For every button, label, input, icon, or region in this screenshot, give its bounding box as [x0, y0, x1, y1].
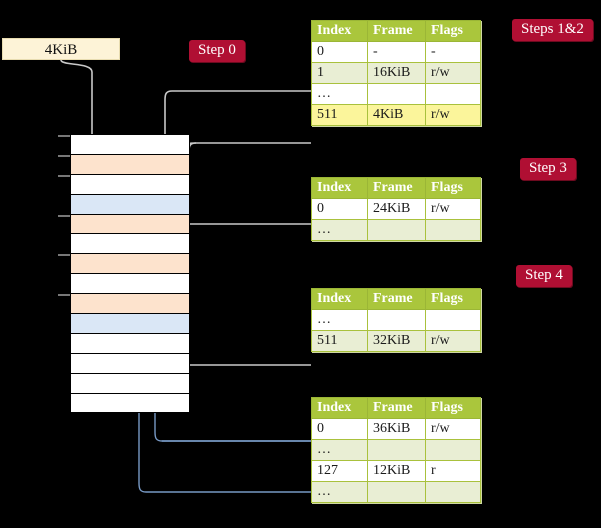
memory-frame-row — [71, 352, 189, 373]
size-label-4kib: 4KiB — [2, 38, 120, 60]
memory-frame-row — [71, 273, 189, 294]
memory-tick — [58, 294, 71, 296]
table-header-row: Index Frame Flags — [311, 288, 481, 310]
cell-frame — [367, 83, 426, 105]
cell-flags — [425, 309, 481, 331]
cell-index: 1 — [311, 62, 368, 84]
cell-frame — [367, 219, 426, 241]
col-header-frame: Frame — [367, 288, 426, 310]
cell-index: 511 — [311, 330, 368, 352]
table-row[interactable]: … — [311, 309, 481, 331]
col-header-index: Index — [311, 20, 368, 42]
table-row[interactable]: 0 36KiB r/w — [311, 418, 481, 440]
cell-flags: r/w — [425, 330, 481, 352]
cell-frame: - — [367, 41, 426, 63]
cell-index: 511 — [311, 104, 368, 126]
memory-frame-row — [71, 392, 189, 413]
cell-flags — [425, 219, 481, 241]
cell-index: 0 — [311, 198, 368, 220]
page-table-2: Index Frame Flags 0 24KiB r/w … — [311, 177, 481, 241]
memory-frame-row — [71, 372, 189, 393]
cell-frame: 16KiB — [367, 62, 426, 84]
badge-step-3: Step 3 — [520, 158, 576, 180]
memory-frame-row — [71, 193, 189, 214]
physical-memory-column — [70, 134, 190, 414]
cell-frame: 24KiB — [367, 198, 426, 220]
badge-steps-1-2: Steps 1&2 — [512, 19, 593, 41]
cell-flags — [425, 439, 481, 461]
page-table-1: Index Frame Flags 0 - - 1 16KiB r/w … — [311, 20, 481, 126]
cell-flags: - — [425, 41, 481, 63]
table-row[interactable]: … — [311, 219, 481, 241]
cell-index: … — [311, 439, 368, 461]
col-header-index: Index — [311, 397, 368, 419]
cell-flags: r/w — [425, 62, 481, 84]
cell-frame — [367, 309, 426, 331]
cell-frame: 36KiB — [367, 418, 426, 440]
cell-index: … — [311, 481, 368, 503]
table-row[interactable]: 0 - - — [311, 41, 481, 63]
memory-tick — [58, 155, 71, 157]
memory-frame-row — [71, 134, 189, 154]
memory-frame-row — [71, 233, 189, 254]
table-row-highlighted[interactable]: 511 4KiB r/w — [311, 104, 481, 126]
memory-tick — [58, 215, 71, 217]
memory-frame-row — [71, 173, 189, 194]
col-header-flags: Flags — [425, 397, 481, 419]
cell-index: … — [311, 219, 368, 241]
table-row[interactable]: 127 12KiB r — [311, 460, 481, 482]
table-row[interactable]: 0 24KiB r/w — [311, 198, 481, 220]
table-row[interactable]: 511 32KiB r/w — [311, 330, 481, 352]
cell-frame: 12KiB — [367, 460, 426, 482]
table-row[interactable]: … — [311, 481, 481, 503]
memory-frame-row — [71, 153, 189, 174]
memory-tick — [58, 254, 71, 256]
badge-step-0: Step 0 — [189, 40, 245, 62]
memory-frame-row — [71, 213, 189, 234]
cell-index: … — [311, 309, 368, 331]
cell-flags: r/w — [425, 104, 481, 126]
page-table-4: Index Frame Flags 0 36KiB r/w … 127 12Ki… — [311, 397, 481, 503]
cell-flags: r — [425, 460, 481, 482]
memory-tick — [58, 175, 71, 177]
col-header-flags: Flags — [425, 20, 481, 42]
table-header-row: Index Frame Flags — [311, 397, 481, 419]
cell-frame — [367, 439, 426, 461]
cell-flags — [425, 83, 481, 105]
cell-index: … — [311, 83, 368, 105]
memory-frame-row — [71, 332, 189, 353]
col-header-flags: Flags — [425, 177, 481, 199]
cell-index: 0 — [311, 418, 368, 440]
cell-flags: r/w — [425, 198, 481, 220]
cell-index: 127 — [311, 460, 368, 482]
table-header-row: Index Frame Flags — [311, 177, 481, 199]
cell-flags: r/w — [425, 418, 481, 440]
table-row[interactable]: 1 16KiB r/w — [311, 62, 481, 84]
col-header-frame: Frame — [367, 20, 426, 42]
col-header-index: Index — [311, 177, 368, 199]
memory-tick — [58, 135, 71, 137]
col-header-flags: Flags — [425, 288, 481, 310]
col-header-frame: Frame — [367, 397, 426, 419]
memory-frame-row — [71, 313, 189, 333]
memory-frame-row — [71, 253, 189, 274]
table-header-row: Index Frame Flags — [311, 20, 481, 42]
table-row[interactable]: … — [311, 83, 481, 105]
memory-frame-row — [71, 293, 189, 314]
badge-step-4: Step 4 — [516, 265, 572, 287]
cell-index: 0 — [311, 41, 368, 63]
table-row[interactable]: … — [311, 439, 481, 461]
cell-flags — [425, 481, 481, 503]
cell-frame: 32KiB — [367, 330, 426, 352]
page-table-3: Index Frame Flags … 511 32KiB r/w — [311, 288, 481, 352]
cell-frame — [367, 481, 426, 503]
col-header-index: Index — [311, 288, 368, 310]
cell-frame: 4KiB — [367, 104, 426, 126]
col-header-frame: Frame — [367, 177, 426, 199]
